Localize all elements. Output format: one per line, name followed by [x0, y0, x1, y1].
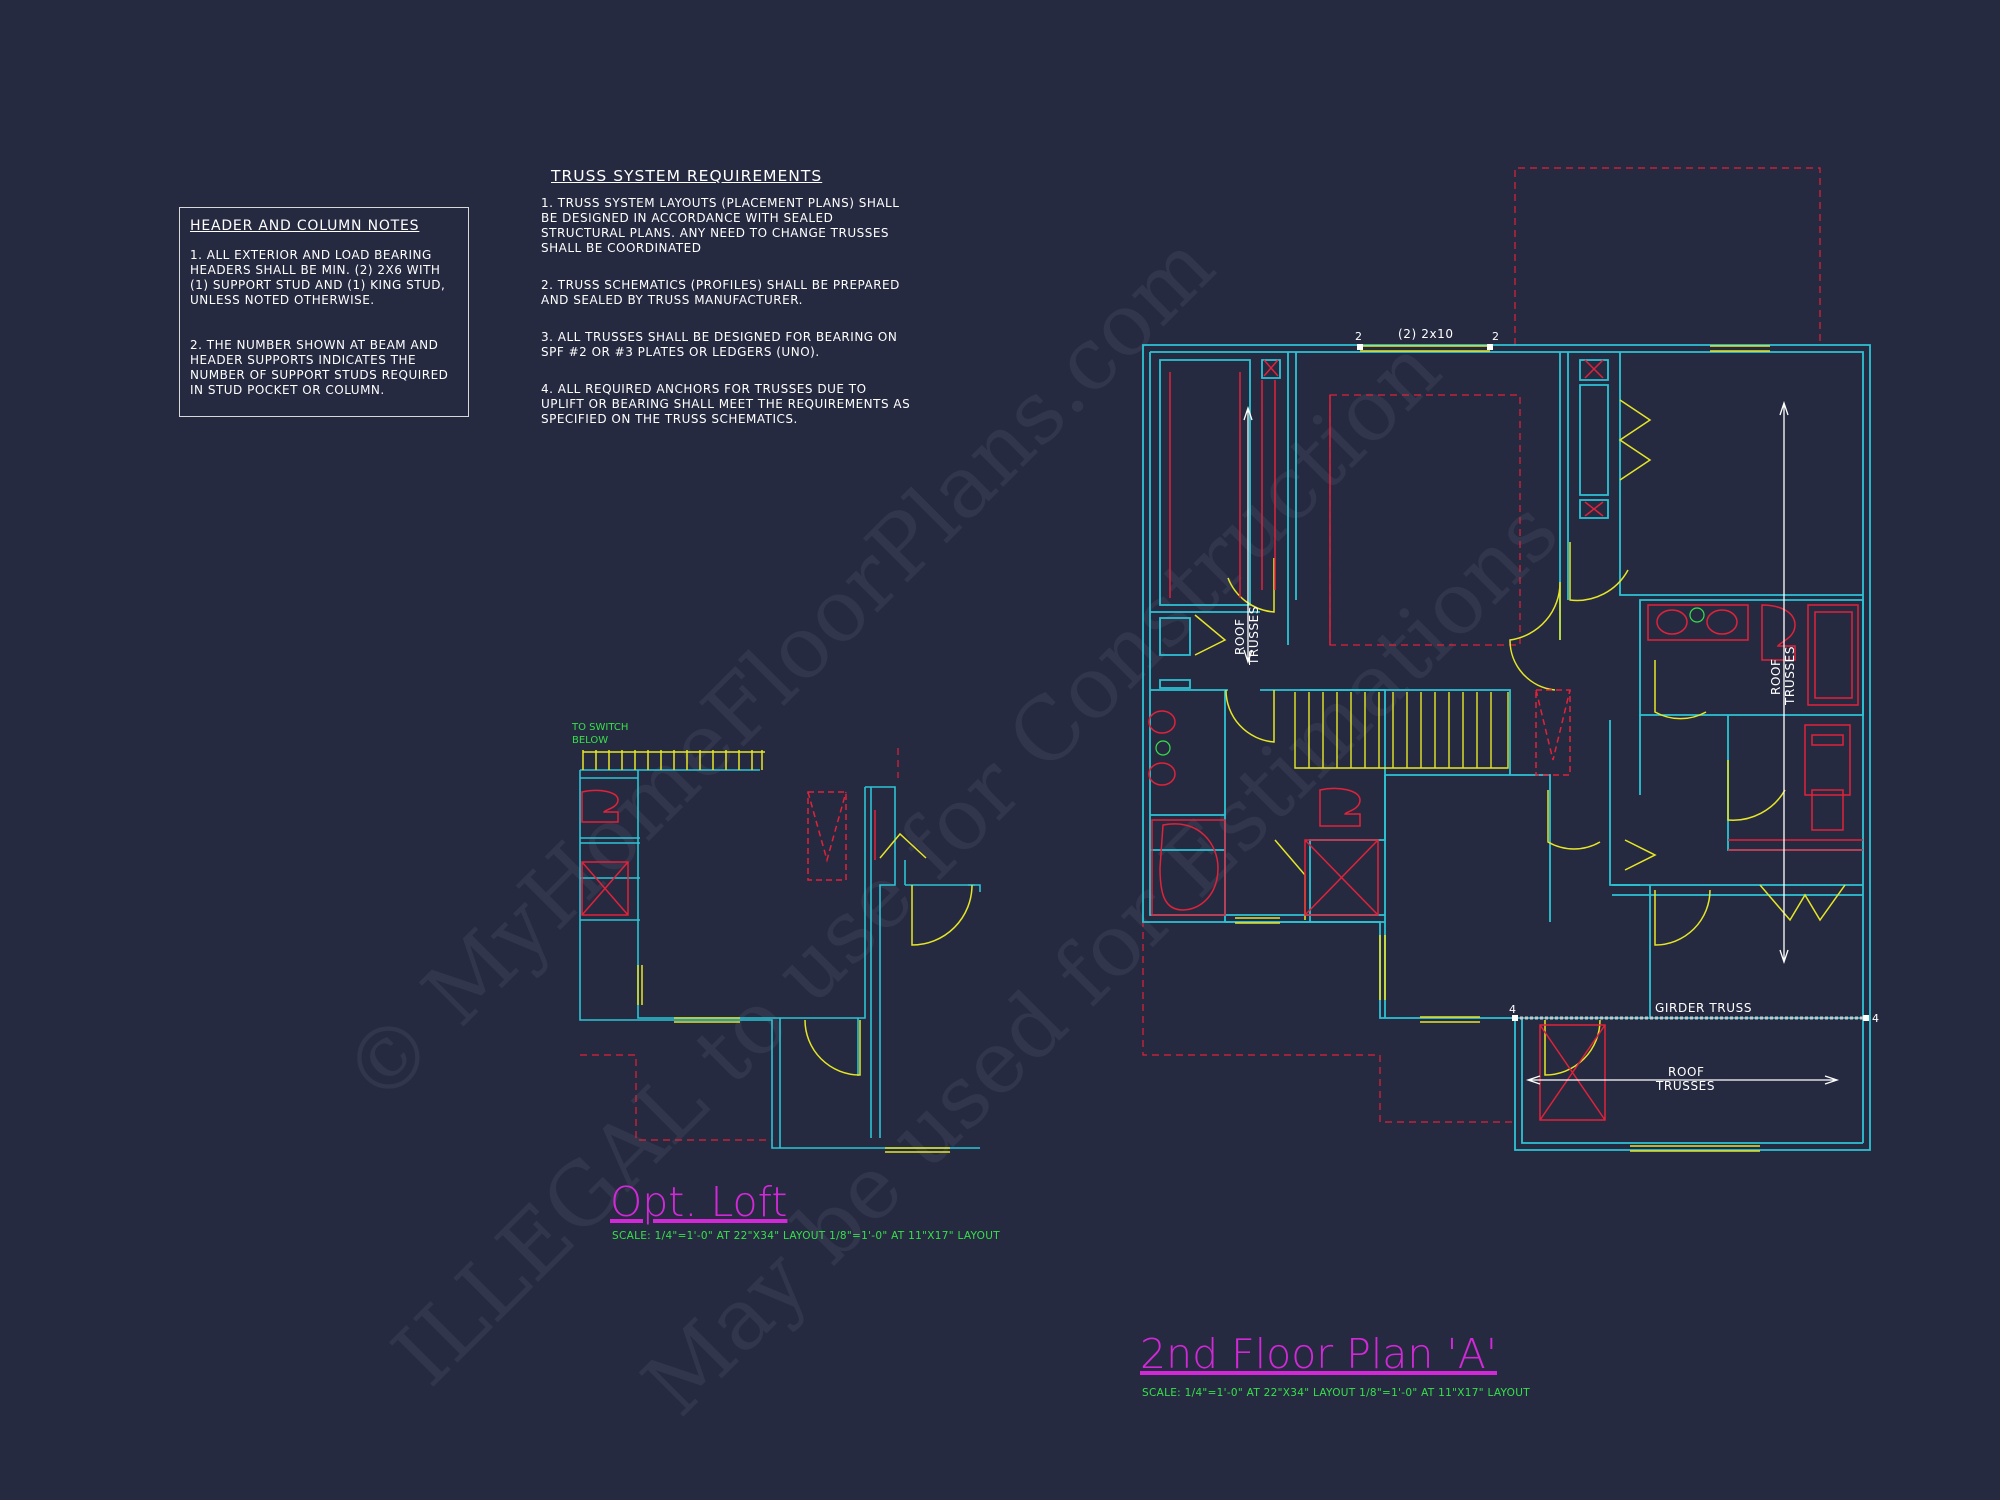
- header-note-2: 2. THE NUMBER SHOWN AT BEAM AND HEADER S…: [190, 338, 449, 397]
- stud-count-left: 2: [1355, 330, 1363, 343]
- truss-note-2: 2. TRUSS SCHEMATICS (PROFILES) SHALL BE …: [541, 278, 900, 307]
- loft-title: Opt. Loft: [610, 1178, 788, 1226]
- loft-scale: SCALE: 1/4"=1'-0" AT 22"X34" LAYOUT 1/8"…: [612, 1230, 1000, 1242]
- girder-stud-count-left: 4: [1509, 1003, 1517, 1016]
- plan-title: 2nd Floor Plan 'A': [1140, 1330, 1498, 1378]
- header-note-1: 1. ALL EXTERIOR AND LOAD BEARING HEADERS…: [190, 248, 446, 307]
- header-size-label: (2) 2x10: [1398, 327, 1454, 341]
- roof-trusses-label-left-2: TRUSSES: [1247, 606, 1261, 666]
- truss-requirements-title: TRUSS SYSTEM REQUIREMENTS: [551, 167, 823, 185]
- loft-switch-note-2: BELOW: [572, 735, 608, 746]
- header-column-notes: HEADER AND COLUMN NOTES 1. ALL EXTERIOR …: [179, 207, 469, 417]
- opt-loft-plan: TO SWITCH BELOW: [571, 722, 981, 1153]
- truss-note-1: 1. TRUSS SYSTEM LAYOUTS (PLACEMENT PLANS…: [541, 196, 900, 255]
- roof-trusses-label-left-1: ROOF: [1233, 618, 1247, 655]
- roof-trusses-label-right-2: TRUSSES: [1783, 646, 1797, 706]
- girder-truss-label: GIRDER TRUSS: [1655, 1001, 1752, 1015]
- roof-trusses-label-right-1: ROOF: [1769, 658, 1783, 695]
- loft-switch-note-1: TO SWITCH: [571, 722, 628, 733]
- roof-trusses-label-bottom-2: TRUSSES: [1655, 1079, 1715, 1093]
- roof-trusses-label-bottom-1: ROOF: [1668, 1065, 1705, 1079]
- header-notes-title: HEADER AND COLUMN NOTES: [190, 218, 420, 234]
- second-floor-plan: 2 (2) 2x10 2 4 4 GIRDER TRUSS ROOF TRUSS…: [1142, 167, 1880, 1152]
- truss-note-4: 4. ALL REQUIRED ANCHORS FOR TRUSSES DUE …: [541, 382, 911, 426]
- plan-scale: SCALE: 1/4"=1'-0" AT 22"X34" LAYOUT 1/8"…: [1142, 1387, 1530, 1399]
- truss-note-3: 3. ALL TRUSSES SHALL BE DESIGNED FOR BEA…: [541, 330, 898, 359]
- girder-stud-count-right: 4: [1872, 1012, 1880, 1025]
- stud-count-right: 2: [1492, 330, 1500, 343]
